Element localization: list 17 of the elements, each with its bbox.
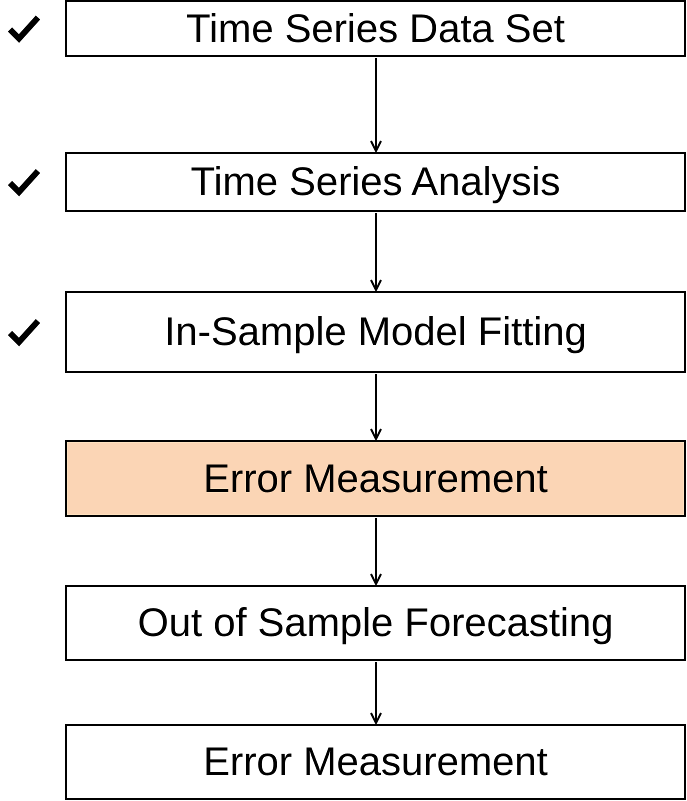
process-box xyxy=(65,585,686,661)
arrow xyxy=(370,374,382,440)
arrow xyxy=(370,518,382,585)
process-box xyxy=(65,0,686,57)
process-box xyxy=(65,440,686,517)
box-label: Time Series Analysis xyxy=(190,159,560,206)
arrow xyxy=(370,58,382,152)
box-label: Out of Sample Forecasting xyxy=(138,600,614,647)
box-label: Time Series Data Set xyxy=(186,6,565,52)
process-box xyxy=(65,291,686,373)
box-label: Error Measurement xyxy=(203,739,548,786)
box-label: In-Sample Model Fitting xyxy=(164,309,587,356)
process-box xyxy=(65,152,686,212)
process-box xyxy=(65,724,686,800)
box-label: Error Measurement xyxy=(203,456,548,502)
arrow xyxy=(370,662,382,724)
arrow xyxy=(370,213,382,291)
